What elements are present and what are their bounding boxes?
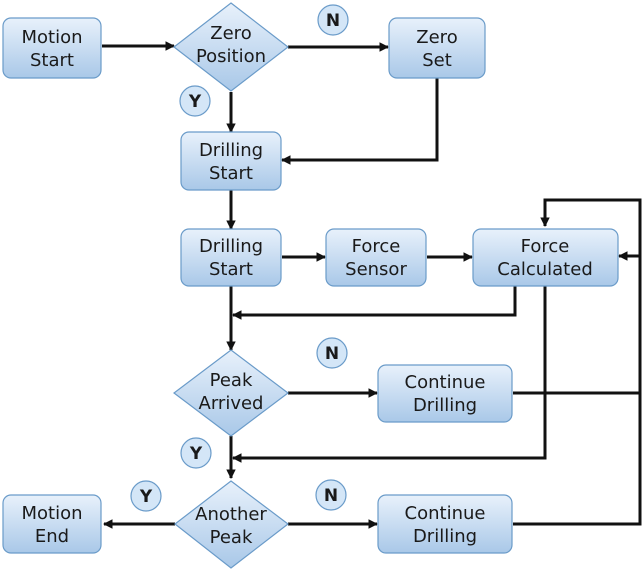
node-label: Start bbox=[30, 50, 74, 71]
badge-label: N bbox=[324, 486, 338, 506]
node-label: Start bbox=[209, 259, 253, 280]
badge-zero-position-yes: Y bbox=[179, 85, 211, 117]
node-label: Peak bbox=[210, 527, 253, 548]
edge-zero-set-to-drilling-start-1 bbox=[281, 78, 439, 165]
node-label: Continue bbox=[405, 503, 486, 524]
edge-feedback-top-loop bbox=[540, 198, 642, 256]
node-label: Another bbox=[195, 504, 267, 525]
node-peak-arrived: Peak Arrived bbox=[173, 349, 289, 437]
node-zero-set: Zero Set bbox=[388, 17, 486, 79]
node-label: Set bbox=[422, 50, 452, 71]
node-drilling-start-2: Drilling Start bbox=[180, 228, 282, 287]
edge-force-calculated-to-lower-junction bbox=[232, 286, 547, 463]
node-label: Calculated bbox=[497, 259, 593, 280]
node-label: Motion bbox=[21, 27, 82, 48]
badge-peak-arrived-yes: Y bbox=[180, 437, 212, 469]
edges bbox=[102, 41, 642, 529]
badge-another-peak-yes: Y bbox=[130, 480, 162, 512]
badge-label: Y bbox=[188, 92, 202, 112]
node-another-peak: Another Peak bbox=[174, 480, 289, 569]
node-label: Drilling bbox=[199, 236, 263, 257]
badge-label: Y bbox=[189, 444, 203, 464]
node-label: Arrived bbox=[199, 393, 264, 414]
node-label: Force bbox=[352, 236, 401, 257]
node-drilling-start-1: Drilling Start bbox=[180, 131, 282, 191]
node-label: Start bbox=[209, 163, 253, 184]
node-label: Position bbox=[196, 46, 266, 67]
badge-zero-position-no: N bbox=[317, 4, 349, 36]
badge-another-peak-no: N bbox=[315, 479, 347, 511]
edge-force-calculated-to-junction bbox=[232, 286, 517, 320]
node-label: End bbox=[35, 526, 69, 547]
node-label: Motion bbox=[21, 503, 82, 524]
badge-peak-arrived-no: N bbox=[316, 337, 348, 369]
node-label: Drilling bbox=[199, 140, 263, 161]
node-motion-end: Motion End bbox=[2, 494, 102, 554]
badge-label: N bbox=[325, 344, 339, 364]
node-label: Continue bbox=[405, 372, 486, 393]
node-label: Drilling bbox=[413, 526, 477, 547]
badge-label: N bbox=[326, 11, 340, 31]
node-motion-start: Motion Start bbox=[2, 17, 102, 79]
node-label: Zero bbox=[210, 23, 251, 44]
node-zero-position: Zero Position bbox=[173, 2, 289, 92]
node-force-sensor: Force Sensor bbox=[325, 228, 427, 287]
node-label: Zero bbox=[416, 27, 457, 48]
node-label: Force bbox=[521, 236, 570, 257]
node-label: Peak bbox=[210, 370, 253, 391]
edge-continue-drilling-1-feedback bbox=[513, 251, 642, 395]
node-label: Drilling bbox=[413, 395, 477, 416]
node-continue-drilling-1: Continue Drilling bbox=[377, 364, 513, 423]
node-force-calculated: Force Calculated bbox=[472, 228, 619, 287]
edge-continue-drilling-2-feedback bbox=[513, 393, 642, 526]
node-continue-drilling-2: Continue Drilling bbox=[377, 494, 513, 554]
badge-label: Y bbox=[139, 487, 153, 507]
node-label: Sensor bbox=[345, 259, 407, 280]
